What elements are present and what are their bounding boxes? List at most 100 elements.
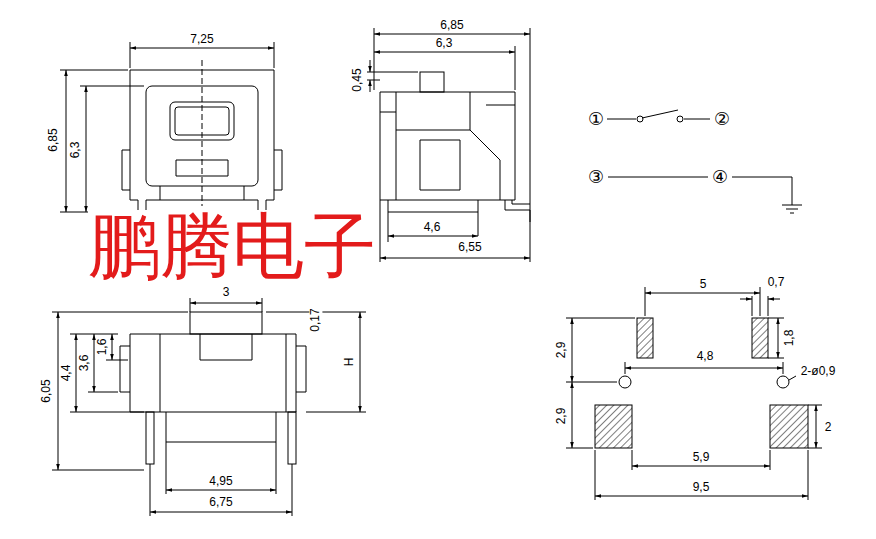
dimension-line [166,490,276,491]
footprint-pad [777,376,789,388]
dimension-line [768,318,784,358]
bottom-view [166,412,276,442]
bottom-view [146,412,154,464]
dimension-label: 6,55 [457,241,482,254]
watermark: 鹏腾电子 [88,210,376,282]
dimension-label: 6,85 [439,19,464,32]
dimension-line [190,303,262,304]
dimension-label: 1,6 [96,338,109,357]
dimension-line [625,368,783,369]
dimension-line [86,86,87,212]
front-view [175,107,229,135]
dimension-label: 6,3 [69,141,82,160]
bottom-view [288,412,296,464]
front-view [202,60,203,206]
dimension-label: 0,17 [309,307,322,332]
dimension-label: 4,8 [696,350,715,363]
dimension-line [566,318,635,448]
dimension-line [58,312,59,470]
dimension-line [367,28,530,262]
dimension-line [112,334,113,360]
dimension-line [374,34,530,35]
bottom-view [120,346,306,392]
dimension-line [595,450,808,500]
dimension-label: 7,25 [189,33,214,46]
dimension-line [625,362,783,374]
dimension-line [52,298,366,516]
bottom-view [160,334,286,412]
dimension-line [778,318,779,358]
dimension-line [367,28,530,262]
dimension-label: 2,9 [555,407,568,426]
dimension-line [150,442,292,516]
dimension-label: 2 [824,421,833,434]
dimension-line [740,299,752,300]
side-view [380,92,515,200]
dimension-label: 3 [222,286,231,299]
dimension-label: 1,8 [783,329,796,348]
bottom-view [120,312,306,464]
switch-symbol [607,110,792,205]
side-view [388,200,530,222]
footprint-pad [595,405,632,448]
dimension-line [388,236,478,237]
side-view [380,92,515,200]
dimension-label: 9,5 [692,481,711,494]
dimension-label: 6,75 [208,496,233,509]
footprint-pad [637,318,653,358]
dimension-line [76,334,77,412]
dimension-label: 6,3 [435,37,454,50]
dimension-line [60,42,274,212]
pin-number: ② [713,110,731,128]
dimension-line [572,382,573,448]
switch-symbol [637,116,643,122]
dimension-line [808,405,822,448]
dimension-label: 4,6 [423,221,442,234]
switch-symbol [642,110,678,118]
dimension-label: 2,9 [555,341,568,360]
bottom-view [130,334,296,412]
dimension-line [52,312,188,470]
dimension-line [150,512,292,513]
dimension-label: 3,6 [78,354,91,373]
dimension-label: 2-ø0,9 [800,365,837,378]
dimension-line [190,298,262,312]
dimension-label: 6,05 [40,378,53,403]
dimension-line [566,287,822,500]
switch-symbol [677,116,683,122]
dimension-line [370,60,371,72]
dimension-line [816,405,817,448]
dimension-line [370,80,371,92]
dimension-line [60,42,274,212]
dimension-line [130,48,274,49]
dimension-line [768,299,780,300]
footprint-pad [619,376,631,388]
pin-number: ③ [587,168,605,186]
dimension-label: 4,95 [208,475,233,488]
dimension-label: 5 [699,278,708,291]
bottom-view [190,312,262,334]
side-view [420,72,444,92]
ground-symbol [782,205,802,213]
dimension-line [360,312,361,412]
ground-symbol [782,205,802,213]
dimension-label: 5,9 [692,451,711,464]
footprint-pad [595,318,808,448]
pin-number: ① [587,110,605,128]
footprint-pad [770,405,808,448]
dimension-line [374,52,515,53]
dimension-line [94,334,95,392]
dimension-label: H [343,357,356,368]
dimension-line [645,293,760,294]
pin-number: ④ [711,168,729,186]
dimension-line [789,376,796,380]
switch-symbol [607,119,710,120]
side-view [380,72,530,222]
footprint-pad [752,318,768,358]
dimension-line [380,258,530,259]
dimension-label: 0,7 [767,276,786,289]
front-view [122,60,282,212]
dimension-label: 4,4 [60,364,73,383]
dimension-line [572,318,573,382]
dimension-label: 0,45 [351,67,364,92]
